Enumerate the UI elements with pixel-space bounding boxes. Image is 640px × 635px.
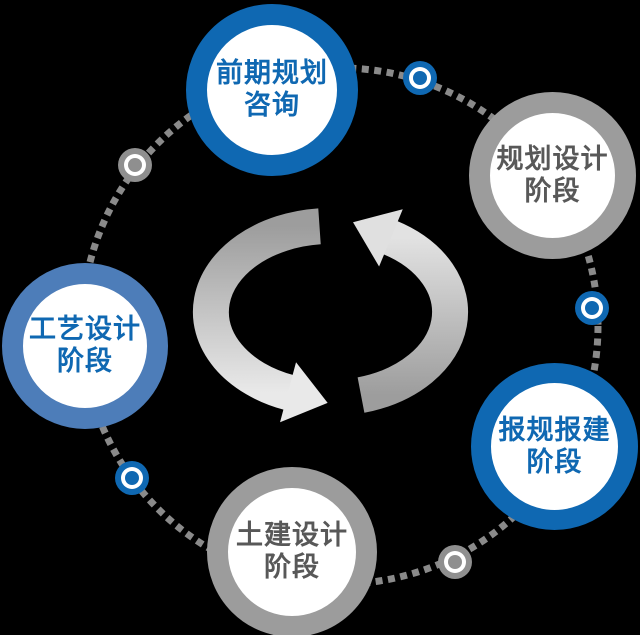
node-label-line: 前期规划 [216,58,328,90]
connector-dot-top-right [403,61,437,95]
node-preliminary-planning-consulting: 前期规划 咨询 [186,4,358,176]
cycle-arrow-left [192,208,328,423]
node-label-line: 报规报建 [498,414,611,446]
node-label-line: 阶段 [526,446,583,478]
node-label-line: 规划设计 [496,143,609,175]
node-label-line: 阶段 [524,175,581,207]
connector-dot-bottom-left [115,461,149,495]
node-label-line: 工艺设计 [29,314,141,346]
node-planning-design-stage: 规划设计 阶段 [469,92,636,259]
node-approval-submission-stage: 报规报建 阶段 [471,363,638,530]
node-civil-design-stage: 土建设计 阶段 [207,467,377,635]
node-label-line: 阶段 [57,346,113,377]
node-label-line: 土建设计 [236,520,348,552]
node-label-line: 阶段 [264,552,320,583]
connector-dot-bottom-right [438,545,472,579]
connector-dot-top-left [118,148,152,182]
cycle-arrows-icon [192,208,469,423]
node-label-line: 咨询 [244,90,300,121]
cycle-arrow-right [353,209,469,413]
node-process-design-stage: 工艺设计 阶段 [2,263,168,429]
connector-dot-right [575,291,609,325]
